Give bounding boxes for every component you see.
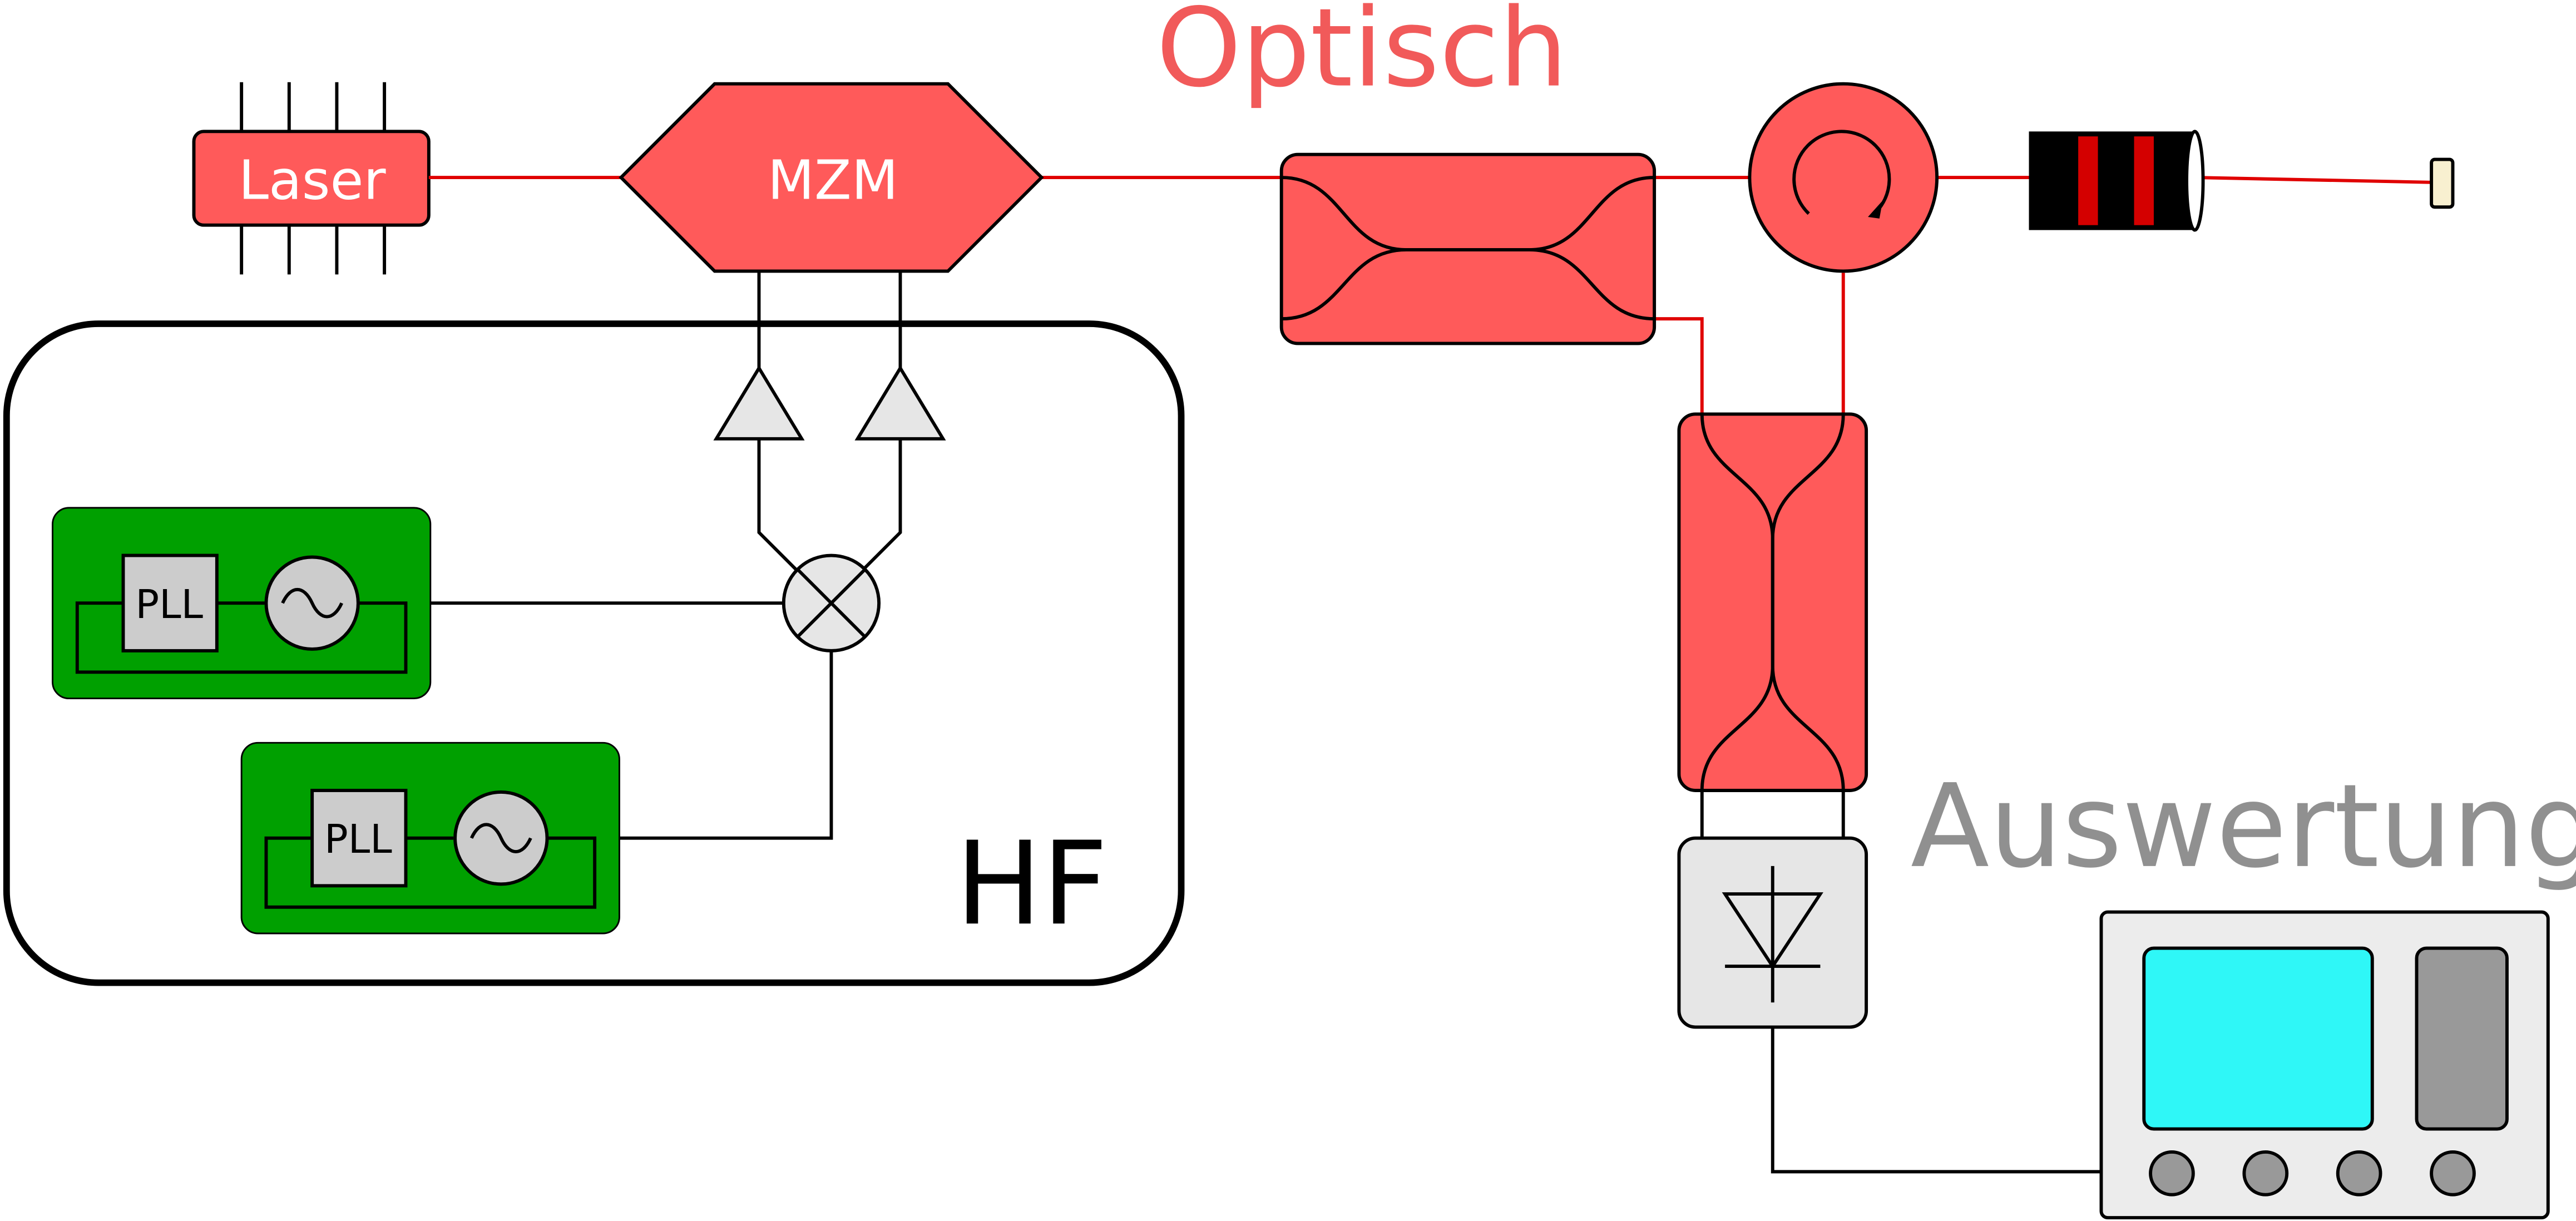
rf-section-frame — [3, 320, 1185, 986]
laser-label: Laser — [239, 149, 387, 211]
oscilloscope-knob — [2242, 1150, 2289, 1197]
rf-oscillator-module-bottom: PLL — [240, 742, 620, 935]
photodiode-icon — [1677, 836, 1868, 1029]
amplifier-right-icon — [854, 365, 946, 441]
isolator-collimator-icon — [2029, 130, 2205, 232]
oscilloscope-knob — [2336, 1150, 2382, 1197]
mzm-modulator — [619, 82, 1044, 273]
optical-fibers — [428, 176, 2435, 414]
amplifier-left-icon — [713, 365, 805, 441]
pll-label: PLL — [135, 581, 203, 627]
fiber-coupler-horizontal — [1279, 152, 1657, 345]
oscilloscope — [2099, 910, 2550, 1220]
evaluation-section-title: Auswertung — [1911, 759, 2576, 893]
pll-block — [121, 553, 219, 652]
rf-oscillator-module-top: PLL — [52, 507, 432, 700]
oscilloscope-control-panel — [2415, 946, 2509, 1131]
rf-section-title: HF — [956, 817, 1108, 951]
oscilloscope-knob — [2149, 1150, 2195, 1197]
optical-section-title: Optisch — [1156, 0, 1568, 111]
pll-block — [310, 789, 408, 888]
laser-pins — [240, 82, 387, 275]
fiber-coupler-vertical — [1677, 412, 1868, 792]
pll-label: PLL — [324, 816, 392, 862]
circulator-icon — [1748, 82, 1939, 273]
mzm-label: MZM — [768, 149, 898, 211]
oscillator-icon — [264, 555, 360, 651]
oscilloscope-screen — [2142, 946, 2374, 1131]
signal-cable — [1771, 1027, 2172, 1174]
oscillator-icon — [453, 790, 549, 886]
mixer-icon — [782, 553, 881, 652]
oscilloscope-knob — [2430, 1150, 2476, 1197]
target-reflector — [2430, 157, 2455, 209]
photodiode-inputs — [1700, 790, 1845, 838]
